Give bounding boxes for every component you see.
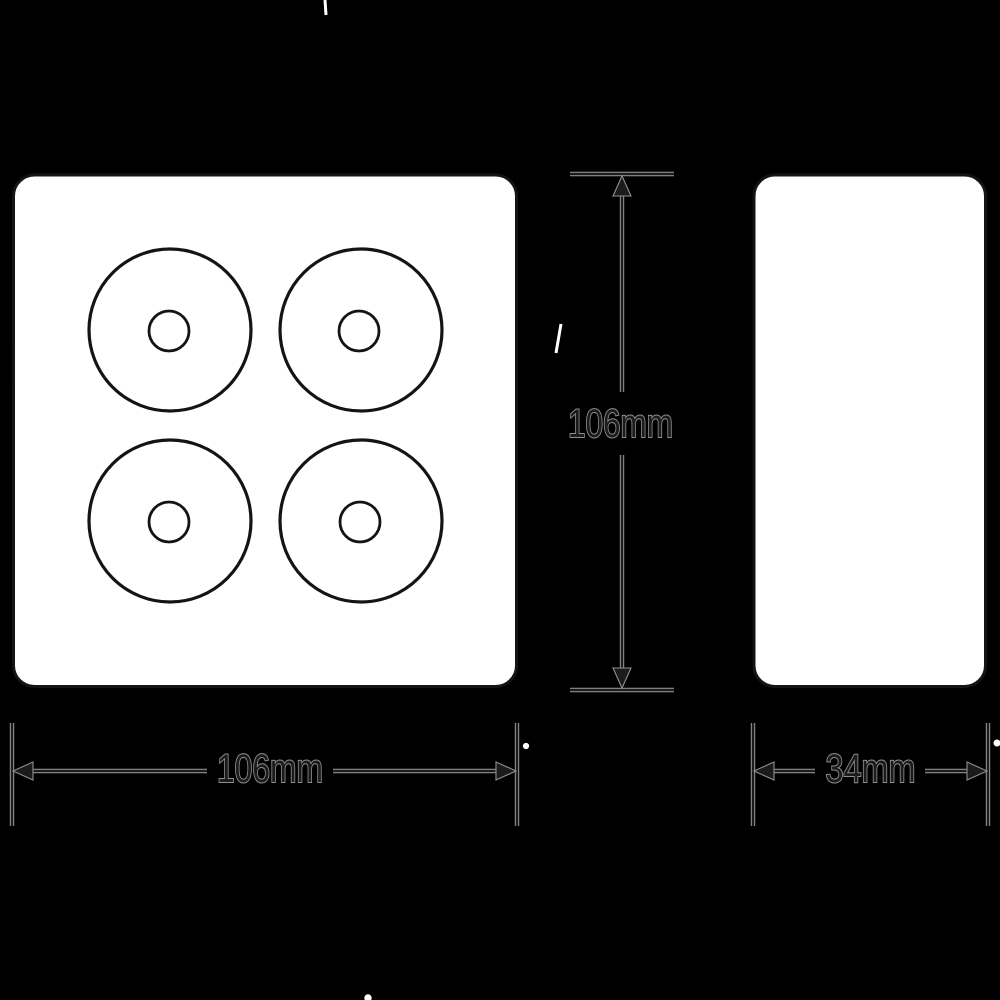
depth-dimension-label: 34mm xyxy=(826,747,916,791)
knob-bottom-right xyxy=(278,438,444,604)
knob-bottom-left xyxy=(87,438,253,604)
artifact-slash-mark xyxy=(554,323,563,354)
arrow-right-icon xyxy=(966,761,989,781)
width-dimension: 106mm xyxy=(12,723,517,826)
side-view-panel xyxy=(752,173,987,688)
artifact-dot-right-of-plate xyxy=(522,742,530,750)
arrow-down-icon xyxy=(612,667,632,690)
artifact-dot-right-edge xyxy=(993,739,1000,747)
width-dimension-label: 106mm xyxy=(217,747,323,791)
knob-top-right xyxy=(278,247,444,413)
knob-inner-circle xyxy=(338,500,382,544)
knob-inner-circle xyxy=(147,500,191,544)
arrow-up-icon xyxy=(612,174,632,197)
knob-top-left xyxy=(87,247,253,413)
depth-dimension: 34mm xyxy=(753,723,988,826)
height-dimension-label: 106mm xyxy=(568,402,673,446)
knob-inner-circle xyxy=(147,309,191,353)
arrow-right-icon xyxy=(495,761,518,781)
front-view xyxy=(12,173,518,688)
side-view xyxy=(752,173,987,688)
artifact-dot-bottom-edge xyxy=(364,994,372,1000)
artifact-marks xyxy=(323,0,1000,1000)
arrow-left-icon xyxy=(11,761,34,781)
height-dimension: 106mm xyxy=(567,174,674,690)
front-view-plate xyxy=(12,173,518,688)
artifact-top-tick xyxy=(323,0,328,16)
knob-inner-circle xyxy=(337,309,381,353)
arrow-left-icon xyxy=(752,761,775,781)
